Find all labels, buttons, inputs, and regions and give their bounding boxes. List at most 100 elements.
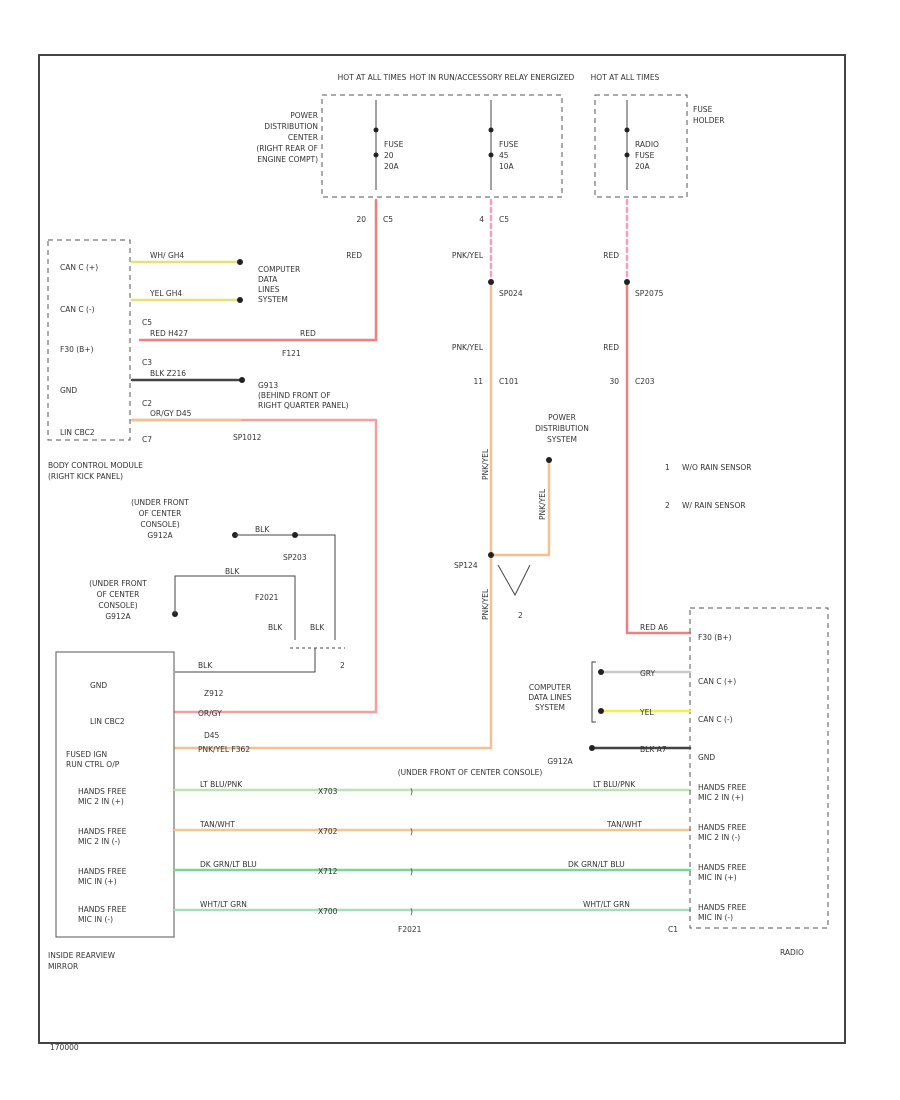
pin-30: 30 xyxy=(609,377,619,386)
mic-wire-2-code: X712 xyxy=(318,867,338,876)
pnk-vert-1: PNK/YEL xyxy=(481,448,490,480)
svg-text:): ) xyxy=(410,867,413,876)
bcm-f30-wire: RED H427 xyxy=(150,329,188,338)
bcm-conn-c3: C3 xyxy=(142,358,152,367)
bcm-conn-c2: C2 xyxy=(142,399,152,408)
wire-bcm-lin xyxy=(130,418,378,714)
f2021-bottom: F2021 xyxy=(398,925,422,934)
legend-item-1: W/O RAIN SENSOR xyxy=(682,463,751,472)
mirror-box xyxy=(55,651,175,938)
pnk-yel-label-2: PNK/YEL xyxy=(452,343,484,352)
diagram-frame xyxy=(38,54,846,1044)
bcm-pin-lin: LIN CBC2 xyxy=(60,428,95,437)
pin-11: 11 xyxy=(473,377,483,386)
legend-num-1: 1 xyxy=(665,463,670,472)
bcm-pin-can-minus: CAN C (-) xyxy=(60,305,95,314)
mic-wire-0-right: LT BLU/PNK xyxy=(593,780,636,789)
bcm-can-plus-wire: WH/ GH4 xyxy=(150,251,184,260)
red-label-1: RED xyxy=(346,251,362,260)
mirror-gnd-wire: BLK xyxy=(198,661,213,670)
power-num-2: 2 xyxy=(518,611,523,620)
mic-wire-2-right: DK GRN/LT BLU xyxy=(568,860,625,869)
wire-red-f30 xyxy=(138,198,378,342)
svg-text:): ) xyxy=(410,787,413,796)
sp024-splice xyxy=(488,279,494,285)
pnk-yel-label-1: PNK/YEL xyxy=(452,251,484,260)
sp124-label: SP124 xyxy=(454,561,478,570)
sp124-splice xyxy=(488,552,494,558)
bcm-conn-c5: C5 xyxy=(142,318,152,327)
blk-1: BLK xyxy=(255,525,270,534)
pdc-box xyxy=(321,94,563,198)
radio-box xyxy=(689,607,829,929)
radio-pin-gnd: GND xyxy=(698,753,715,762)
bcm-f30-color: RED xyxy=(300,329,316,338)
mirror-z912: Z912 xyxy=(204,689,224,698)
mic-wire-3-right: WHT/LT GRN xyxy=(583,900,630,909)
hot-in-run-label: HOT IN RUN/ACCESSORY RELAY ENERGIZED xyxy=(410,73,575,82)
sp1012-label: SP1012 xyxy=(233,433,262,442)
sp203-label: SP203 xyxy=(283,553,307,562)
bcm-pin-f30: F30 (B+) xyxy=(60,345,94,354)
connector-f2021-marks: )))) xyxy=(410,787,413,916)
blk-3: BLK xyxy=(268,623,283,632)
wire-pnk-branch xyxy=(489,458,551,557)
mirror-num-2: 2 xyxy=(340,661,345,670)
hot-at-all-times-label-1: HOT AT ALL TIMES xyxy=(338,73,407,82)
figure-code: 170000 xyxy=(50,1043,79,1052)
radio-can-plus-wire: GRY xyxy=(640,669,656,678)
f2021-label: F2021 xyxy=(255,593,279,602)
mic-wire-0-code: X703 xyxy=(318,787,338,796)
hot-at-all-times-label-2: HOT AT ALL TIMES xyxy=(591,73,660,82)
bcm-conn-c7: C7 xyxy=(142,435,152,444)
mic-wire-3-left: WHT/LT GRN xyxy=(200,900,247,909)
c101-label: C101 xyxy=(499,377,519,386)
mic-wire-1-code: X702 xyxy=(318,827,338,836)
radio-can-minus-wire: YEL xyxy=(639,708,654,717)
mic-wire-0-left: LT BLU/PNK xyxy=(200,780,243,789)
radio-c1: C1 xyxy=(668,925,678,934)
wire-pnk-yel-ign xyxy=(173,280,493,750)
legend-num-2: 2 xyxy=(665,501,670,510)
bcm-can-minus-wire: YEL GH4 xyxy=(149,289,182,298)
bcm-f30-code: F121 xyxy=(282,349,301,358)
sp2075-label: SP2075 xyxy=(635,289,664,298)
red-label-3: RED xyxy=(603,343,619,352)
pin-c5b: C5 xyxy=(499,215,509,224)
blk-4: BLK xyxy=(310,623,325,632)
bcm-pin-can-plus: CAN C (+) xyxy=(60,263,98,272)
mirror-ign-wire: PNK/YEL F362 xyxy=(198,745,250,754)
mirror-pin-lin: LIN CBC2 xyxy=(90,717,125,726)
red-label-2: RED xyxy=(603,251,619,260)
bcm-pin-gnd: GND xyxy=(60,386,77,395)
radio-pin-f30: F30 (B+) xyxy=(698,633,732,642)
pin-4: 4 xyxy=(479,215,484,224)
bcm-label: BODY CONTROL MODULE(RIGHT KICK PANEL) xyxy=(48,461,143,481)
mirror-d45: D45 xyxy=(204,731,220,740)
blk-2: BLK xyxy=(225,567,240,576)
fuse-holder-box xyxy=(594,94,688,198)
bcm-lin-wire: OR/GY D45 xyxy=(150,409,192,418)
pnk-vert-3: PNK/YEL xyxy=(538,488,547,520)
mic-wire-3-code: X700 xyxy=(318,907,338,916)
sp024-label: SP024 xyxy=(499,289,523,298)
pin-c5a: C5 xyxy=(383,215,393,224)
